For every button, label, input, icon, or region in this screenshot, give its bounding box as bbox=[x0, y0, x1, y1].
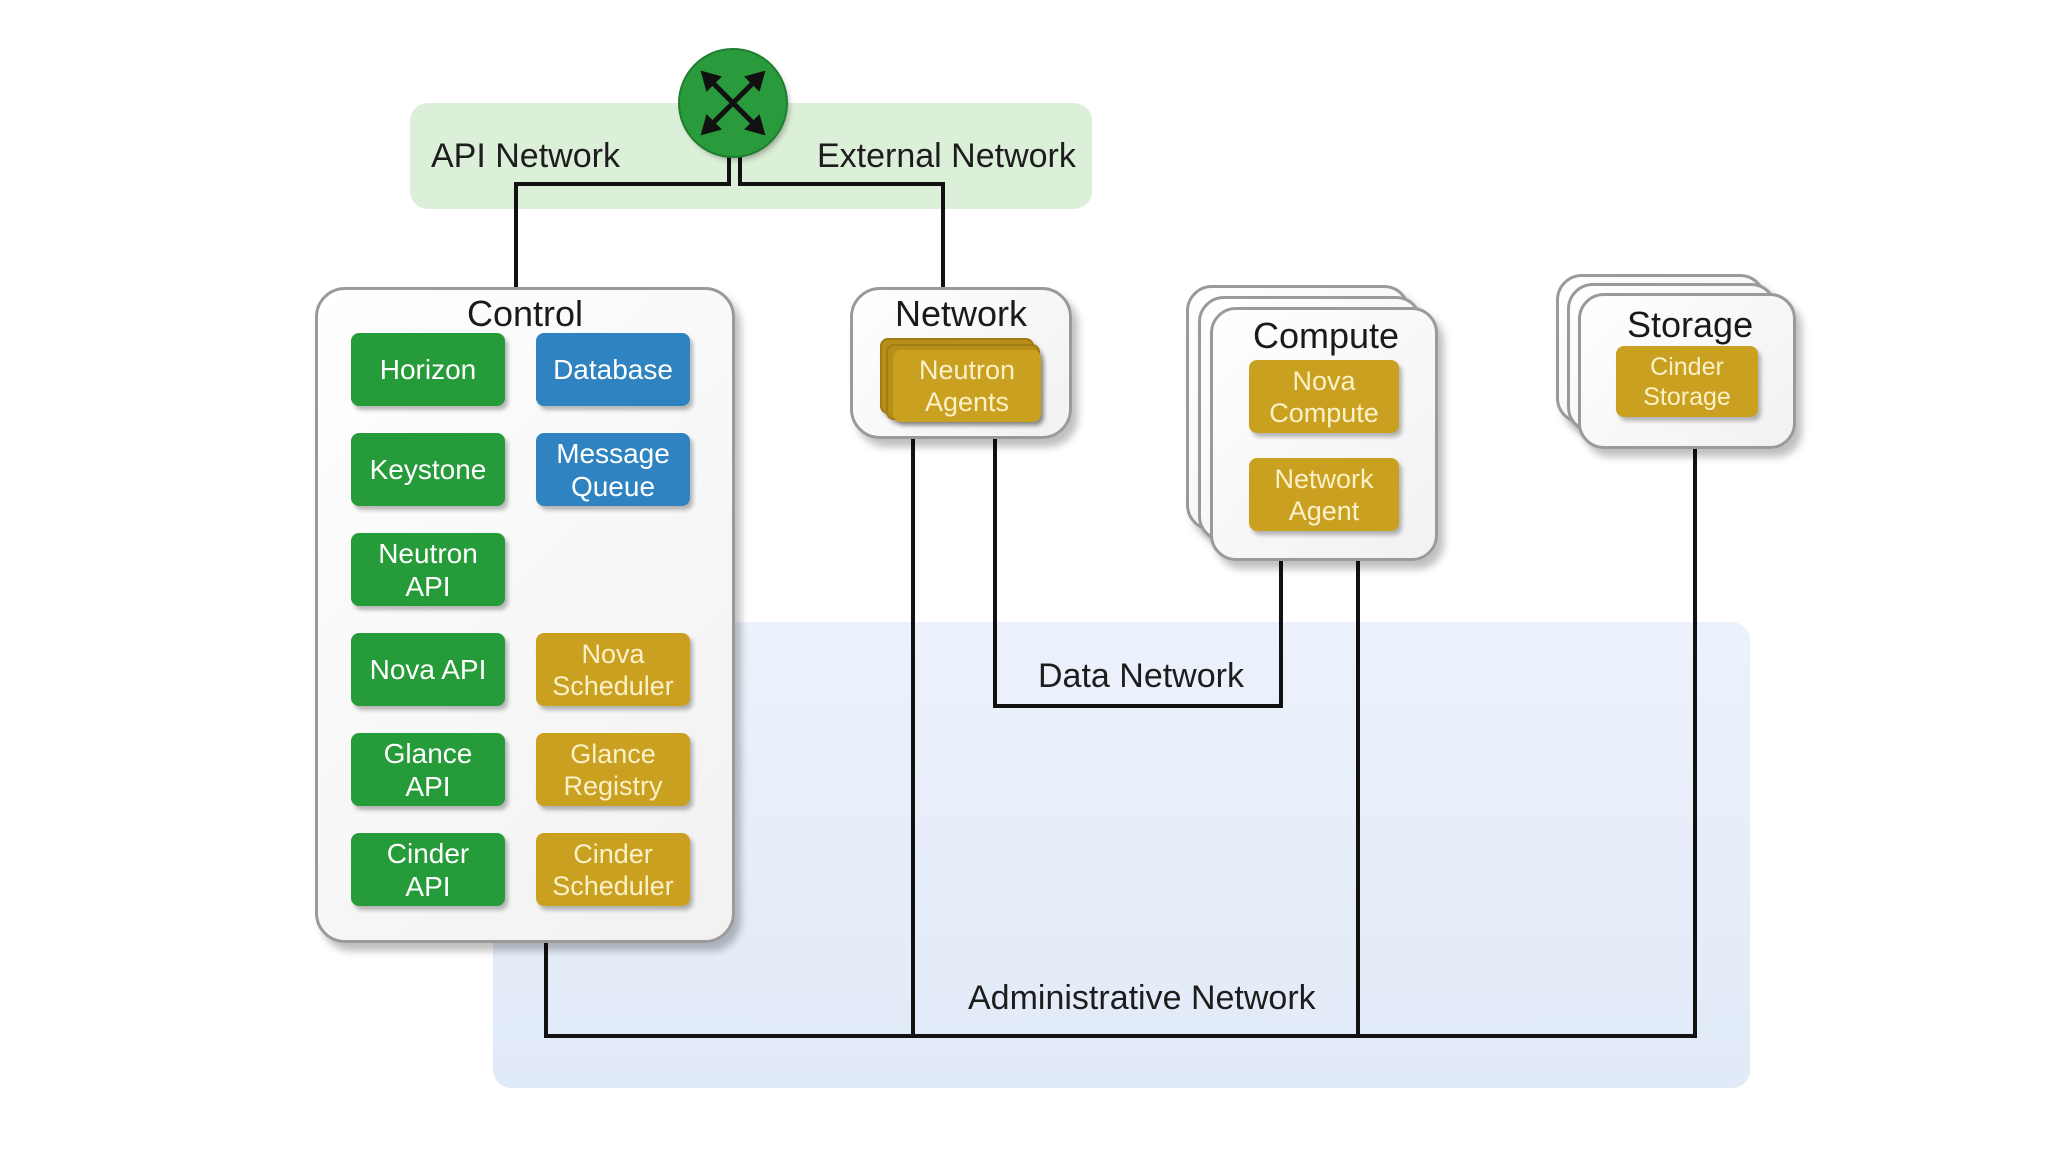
glance-api-service: Glance API bbox=[351, 733, 505, 806]
network-node-title: Network bbox=[895, 293, 1028, 334]
admin-network-bus bbox=[544, 442, 1697, 1038]
cinder-storage-service: Cinder Storage bbox=[1616, 346, 1758, 417]
nova-compute-service: Nova Compute bbox=[1249, 360, 1399, 433]
neutron-api-service: Neutron API bbox=[351, 533, 505, 606]
nova-api-service: Nova API bbox=[351, 633, 505, 706]
api-network-label: API Network bbox=[431, 137, 620, 175]
storage-node-title: Storage bbox=[1627, 304, 1754, 345]
neutron-agents-service: Neutron Agents bbox=[893, 350, 1041, 422]
router bbox=[680, 50, 786, 156]
network-agent-service: Network Agent bbox=[1249, 458, 1399, 531]
administrative-network-label: Administrative Network bbox=[968, 979, 1316, 1017]
nova-scheduler-service: Nova Scheduler bbox=[536, 633, 690, 706]
router-cross-arrows-icon bbox=[700, 70, 766, 136]
control-node-title: Control bbox=[467, 293, 584, 334]
keystone-service: Keystone bbox=[351, 433, 505, 506]
external-network-label: External Network bbox=[817, 137, 1076, 175]
glance-registry-service: Glance Registry bbox=[536, 733, 690, 806]
cinder-api-service: Cinder API bbox=[351, 833, 505, 906]
compute-node-title: Compute bbox=[1253, 315, 1400, 356]
message-queue-service: Message Queue bbox=[536, 433, 690, 506]
external-network-wire bbox=[738, 150, 945, 290]
data-network-label: Data Network bbox=[1038, 657, 1244, 695]
horizon-service: Horizon bbox=[351, 333, 505, 406]
api-network-wire bbox=[514, 150, 731, 290]
database-service: Database bbox=[536, 333, 690, 406]
cinder-scheduler-service: Cinder Scheduler bbox=[536, 833, 690, 906]
data-network-wire bbox=[993, 432, 1283, 708]
